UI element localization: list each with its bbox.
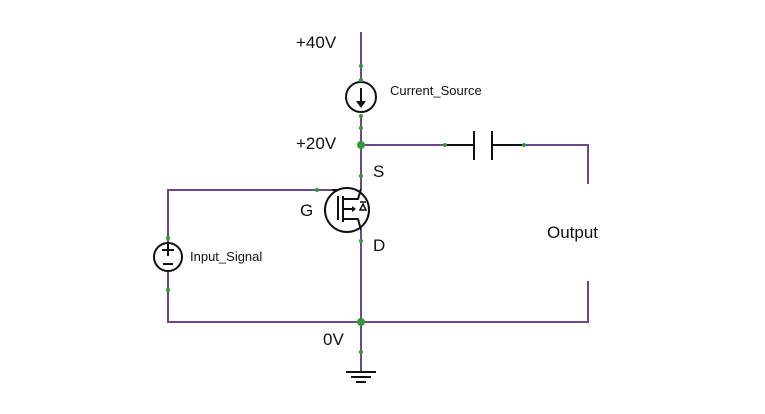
pin-dot [359, 78, 363, 82]
pin-dot [359, 114, 363, 118]
mosfet-arrow-icon [352, 206, 356, 212]
wire-capacitor-to-output [492, 144, 589, 184]
pin-dot [359, 239, 363, 243]
pin-dot [166, 236, 170, 240]
wires [167, 32, 589, 372]
mosfet-diode-icon [358, 202, 368, 211]
source-node-voltage-label: +20V [296, 134, 337, 153]
ground-voltage-label: 0V [323, 330, 344, 349]
pin-dot [359, 126, 363, 130]
input-signal-source [153, 242, 183, 272]
capacitor [445, 131, 524, 160]
mosfet-drain-lead [343, 218, 362, 231]
pin-dot [522, 143, 526, 147]
input-signal-label: Input_Signal [190, 249, 262, 264]
mosfet-source-lead [343, 188, 362, 200]
supply-voltage-label: +40V [296, 33, 337, 52]
junction-source-node [357, 141, 365, 149]
current-source-label: Current_Source [390, 83, 482, 98]
current-source-arrowhead-icon [356, 101, 366, 108]
input-signal-body [153, 242, 183, 272]
wire-gate [167, 189, 332, 243]
mosfet-gate-label: G [300, 201, 313, 220]
pin-dot [166, 288, 170, 292]
pin-dot [315, 188, 319, 192]
mosfet-source-label: S [373, 162, 384, 181]
pin-dot [443, 143, 447, 147]
mosfet-drain-label: D [373, 236, 385, 255]
output-label: Output [547, 223, 598, 242]
pin-dot [359, 64, 363, 68]
mosfet [324, 187, 370, 233]
ground-icon [346, 371, 376, 383]
wire-output-to-ground [361, 281, 589, 323]
pin-dot [359, 174, 363, 178]
wire-signal-return [167, 272, 361, 323]
current-source [345, 81, 377, 113]
pins [166, 64, 526, 354]
pin-dot [359, 350, 363, 354]
labels: +40V Current_Source +20V S G D Input_Sig… [190, 33, 598, 349]
junction-ground-node [357, 318, 365, 326]
